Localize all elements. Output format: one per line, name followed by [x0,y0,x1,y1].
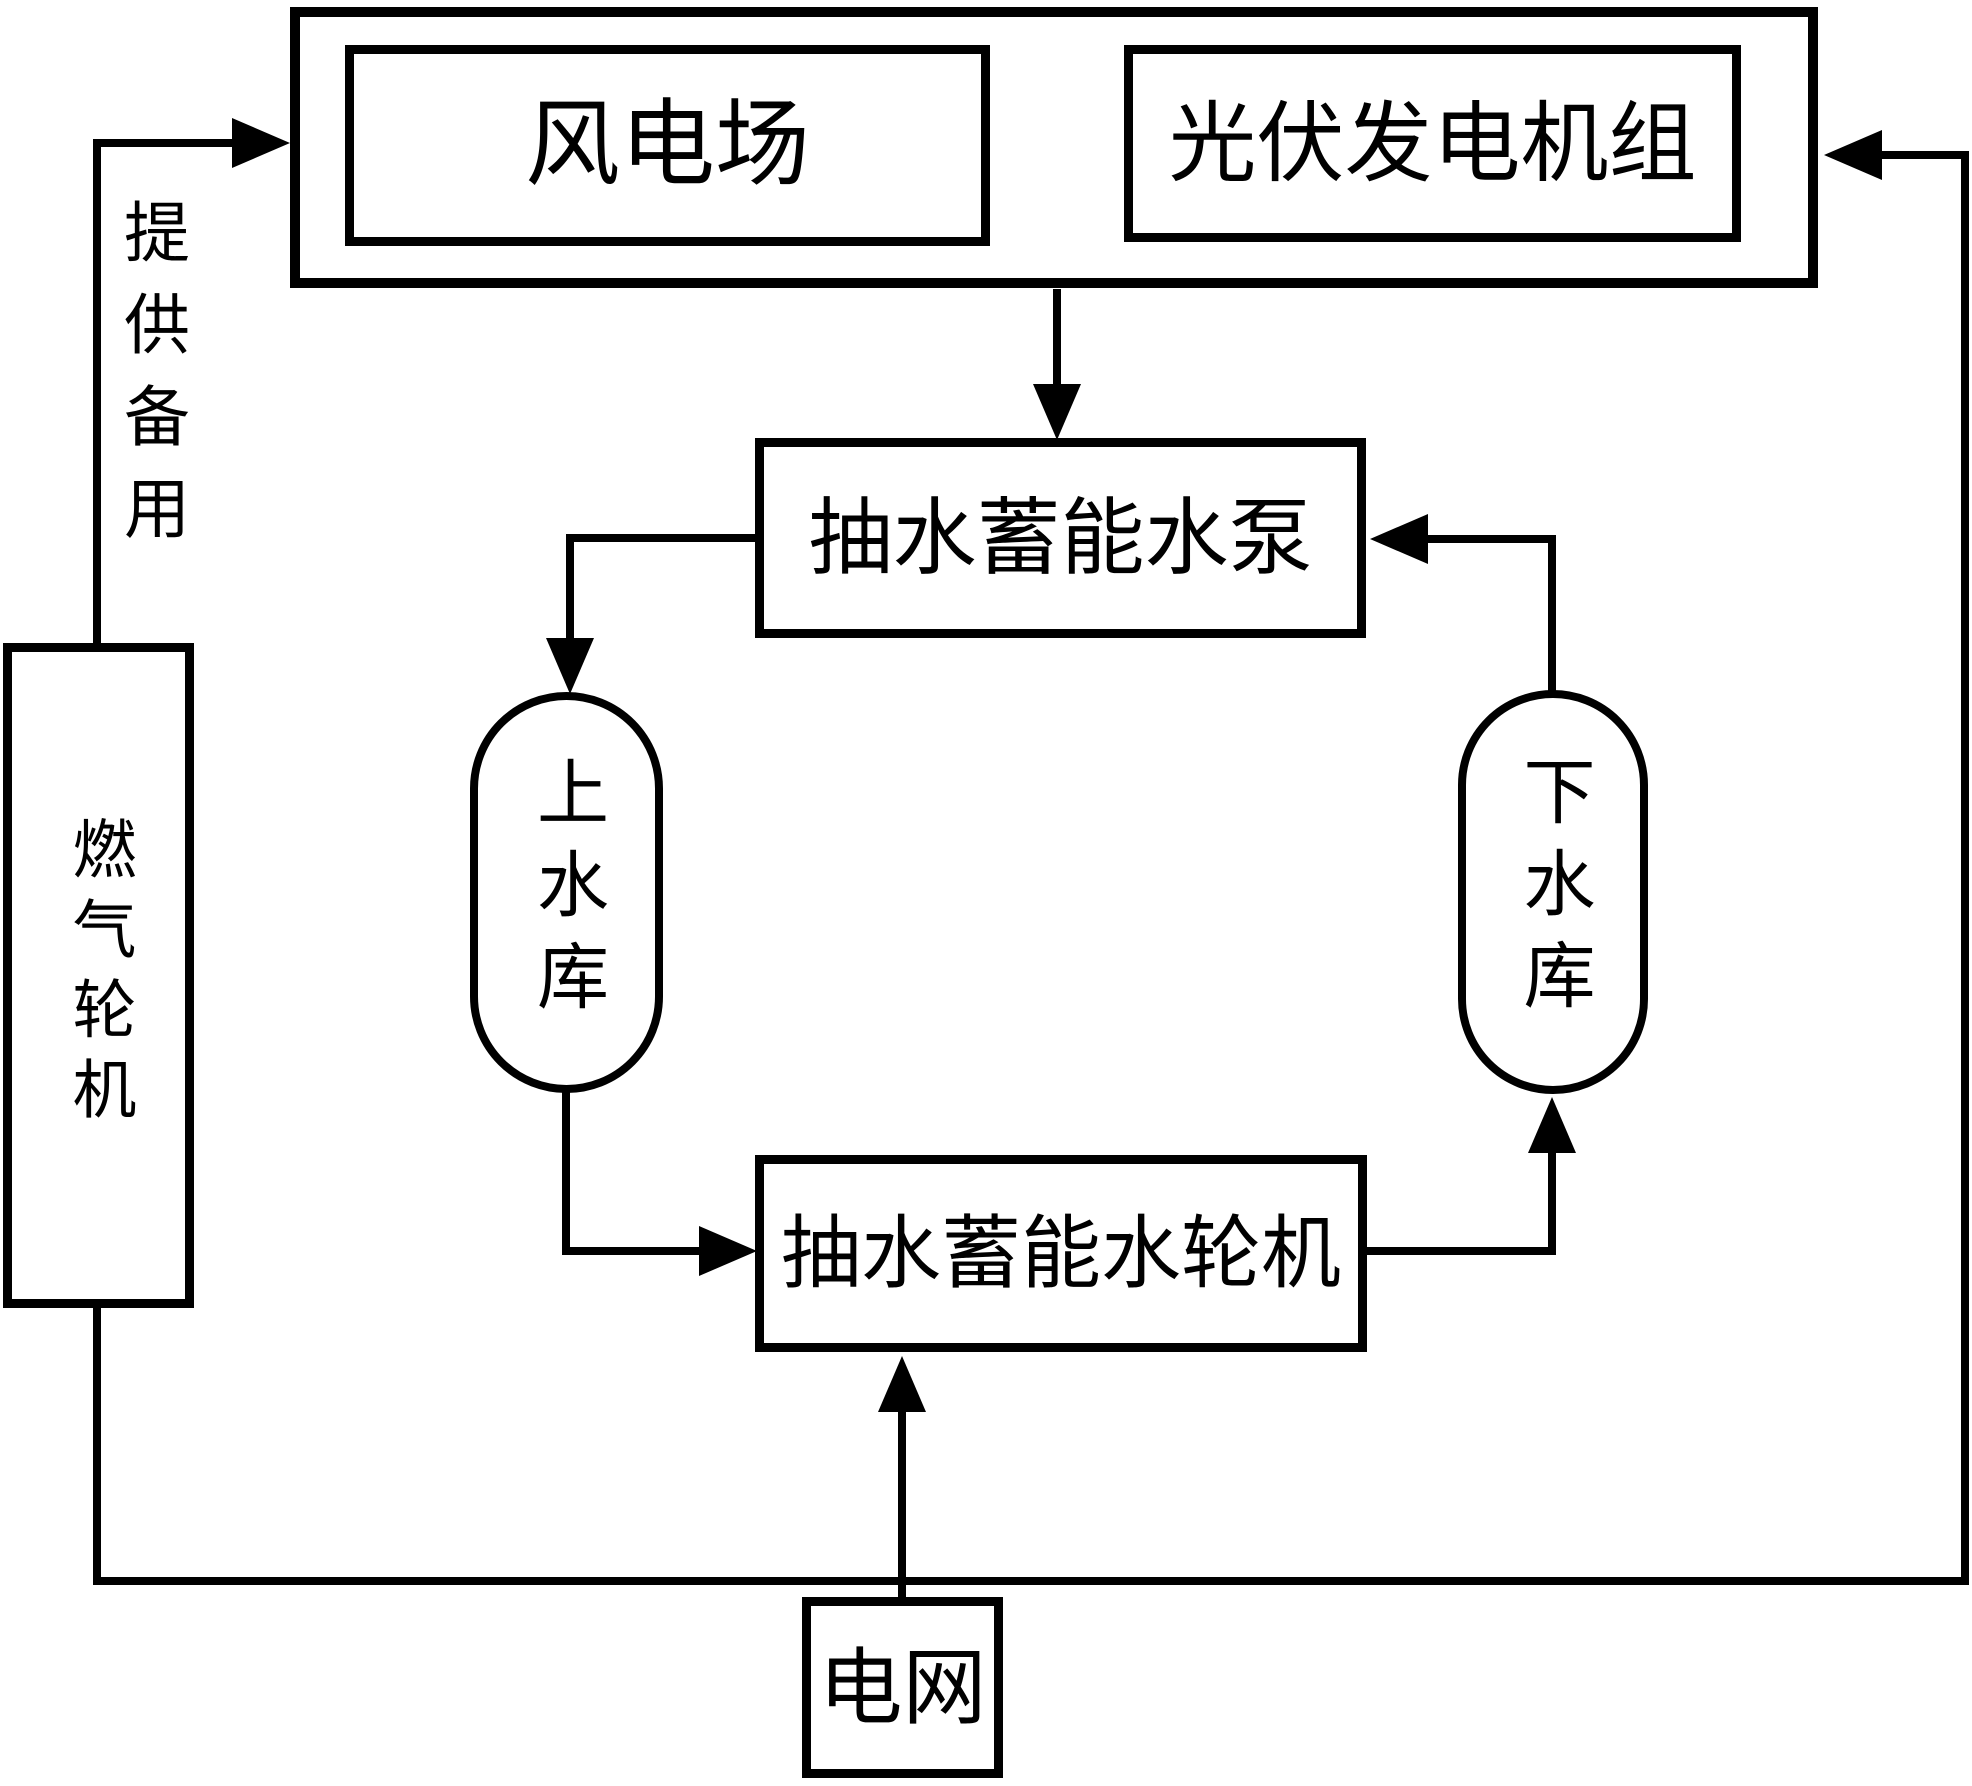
arrowhead-up-icon [1528,1097,1576,1153]
pumped-storage-turbine-label: 抽水蓄能水轮机 [781,1206,1341,1300]
edge-renewables-to-pump [1033,289,1081,440]
wind-farm-label: 风电场 [524,90,810,200]
pv-generator-set-label: 光伏发电机组 [1168,91,1697,195]
edge-label-provide-backup: 提供备用 [113,198,190,566]
arrowhead-down-icon [546,638,594,694]
arrowhead-up-icon [878,1356,926,1412]
arrowhead-down-icon [1033,384,1081,440]
edge-grid-to-turbine [878,1356,926,1599]
gas-turbine-label: 燃气轮机 [61,815,136,1136]
edge-gas-turbine-to-renewables-right [93,130,1969,1585]
edge-pump-to-upper-reservoir [546,534,758,694]
pumped-storage-pump-label: 抽水蓄能水泵 [808,489,1313,587]
edge-upper-reservoir-to-turbine [562,1089,757,1276]
node-pumped-storage-pump: 抽水蓄能水泵 [755,438,1366,638]
node-lower-reservoir: 下水库 [1458,690,1648,1094]
node-gas-turbine: 燃气轮机 [3,643,194,1308]
node-pv-generator-set: 光伏发电机组 [1124,45,1741,242]
edge-turbine-to-lower-reservoir [1363,1097,1576,1255]
node-upper-reservoir: 上水库 [470,692,663,1093]
power-grid-label: 电网 [818,1638,987,1737]
arrowhead-right-icon [699,1226,757,1276]
lower-reservoir-label: 下水库 [1511,754,1595,1030]
edge-lower-reservoir-to-pump [1370,514,1556,693]
upper-reservoir-label: 上水库 [524,754,609,1031]
node-wind-farm: 风电场 [345,45,990,246]
arrowhead-left-icon [1824,130,1882,180]
arrowhead-left-icon [1370,514,1428,564]
node-power-grid: 电网 [802,1597,1003,1778]
arrowhead-right-icon [232,118,290,168]
node-pumped-storage-turbine: 抽水蓄能水轮机 [755,1155,1367,1352]
edge-gas-turbine-to-renewables-left [93,118,290,647]
